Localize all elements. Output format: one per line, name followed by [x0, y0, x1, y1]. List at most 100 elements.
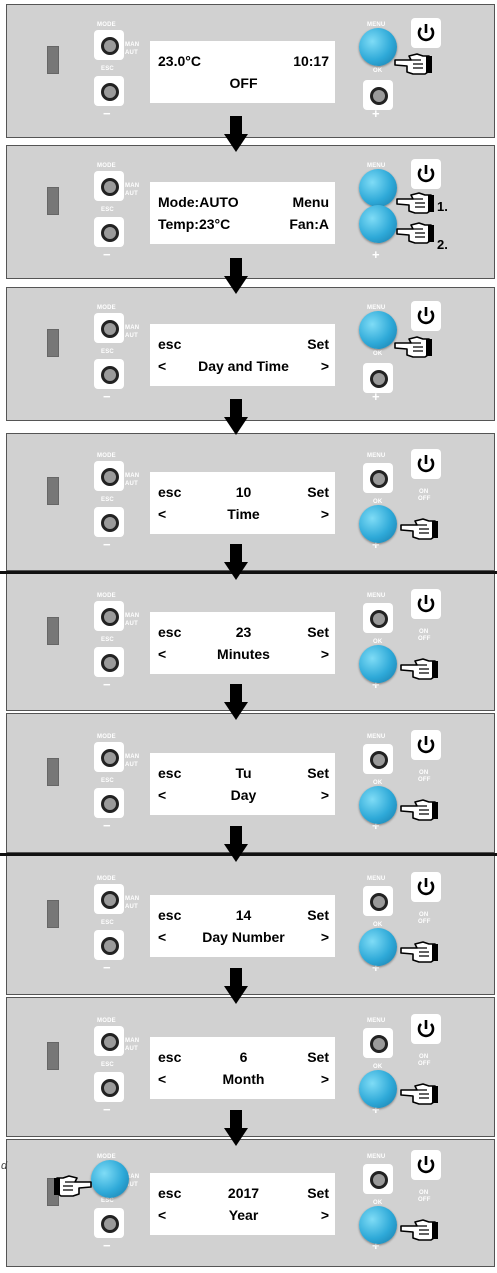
pointing-hand-icon	[393, 50, 433, 76]
esc-minus-button[interactable]	[94, 1208, 124, 1238]
power-button[interactable]	[411, 18, 441, 48]
step-note-2: 2.	[437, 237, 448, 252]
mode-button[interactable]	[94, 171, 124, 201]
mode-button[interactable]	[94, 884, 124, 914]
mode-button-pressed[interactable]	[91, 1160, 129, 1198]
esc-label: ESC	[101, 1198, 114, 1204]
power-button[interactable]	[411, 1014, 441, 1044]
mode-label: MODE	[97, 734, 116, 740]
menu-label: MENU	[367, 305, 386, 311]
mode-button[interactable]	[94, 313, 124, 343]
ok-label: OK	[373, 922, 383, 928]
button-ring-icon	[101, 320, 119, 338]
power-button[interactable]	[411, 301, 441, 331]
minus-label: −	[103, 389, 111, 404]
esc-minus-button[interactable]	[94, 1072, 124, 1102]
power-button[interactable]	[411, 872, 441, 902]
menu-label: MENU	[367, 593, 386, 599]
button-ring-icon	[101, 514, 119, 532]
button-ring-icon	[101, 178, 119, 196]
man-label: MAN	[125, 1038, 140, 1044]
ok-plus-button-pressed[interactable]	[359, 205, 397, 243]
ok-plus-button-pressed[interactable]	[359, 645, 397, 683]
mode-button[interactable]	[94, 461, 124, 491]
power-button[interactable]	[411, 730, 441, 760]
ok-plus-button[interactable]	[363, 363, 393, 393]
plus-label: +	[372, 247, 380, 262]
button-ring-icon	[101, 749, 119, 767]
lcd-row-2: <Day Number>	[158, 929, 329, 947]
esc-minus-button[interactable]	[94, 76, 124, 106]
menu-button-pressed[interactable]	[359, 311, 397, 349]
status-indicator	[47, 329, 59, 357]
man-label: MAN	[125, 754, 140, 760]
mode-button[interactable]	[94, 742, 124, 772]
menu-button[interactable]	[363, 886, 393, 916]
button-ring-icon	[101, 468, 119, 486]
menu-button-pressed[interactable]	[359, 28, 397, 66]
esc-minus-button[interactable]	[94, 930, 124, 960]
mode-button[interactable]	[94, 601, 124, 631]
lcd-row1-left: esc	[158, 1185, 182, 1201]
mode-button[interactable]	[94, 1026, 124, 1056]
power-icon	[417, 1020, 435, 1038]
button-ring-icon	[101, 654, 119, 672]
man-label: MAN	[125, 613, 140, 619]
lcd-row2-right: >	[320, 358, 329, 374]
esc-minus-button[interactable]	[94, 647, 124, 677]
minus-label: −	[103, 1238, 111, 1253]
lcd-row2-center: Minutes	[217, 646, 270, 662]
menu-button-pressed[interactable]	[359, 169, 397, 207]
button-ring-icon	[101, 937, 119, 955]
esc-minus-button[interactable]	[94, 359, 124, 389]
ok-plus-button-pressed[interactable]	[359, 928, 397, 966]
ok-plus-button-pressed[interactable]	[359, 1070, 397, 1108]
esc-minus-button[interactable]	[94, 788, 124, 818]
lcd-row1-center: Tu	[235, 765, 252, 781]
lcd-row2-center: Day and Time	[198, 358, 289, 374]
button-ring-icon	[101, 608, 119, 626]
minus-label: −	[103, 1102, 111, 1117]
power-button[interactable]	[411, 449, 441, 479]
down-arrow-icon	[224, 968, 248, 1006]
esc-label: ESC	[101, 637, 114, 643]
esc-minus-button[interactable]	[94, 217, 124, 247]
lcd-row-2: <Month>	[158, 1071, 329, 1089]
menu-button[interactable]	[363, 1164, 393, 1194]
button-ring-icon	[101, 1079, 119, 1097]
lcd-row1-left: 23.0°C	[158, 53, 201, 69]
ok-plus-button-pressed[interactable]	[359, 786, 397, 824]
plus-label: +	[372, 960, 380, 975]
plus-label: +	[372, 537, 380, 552]
ok-plus-button-pressed[interactable]	[359, 1206, 397, 1244]
button-ring-icon	[101, 1033, 119, 1051]
esc-minus-button[interactable]	[94, 507, 124, 537]
power-button[interactable]	[411, 159, 441, 189]
on-label: ON	[419, 1190, 429, 1196]
esc-label: ESC	[101, 497, 114, 503]
power-button[interactable]	[411, 1150, 441, 1180]
menu-button[interactable]	[363, 744, 393, 774]
lcd-row1-right: Set	[307, 907, 329, 923]
menu-button[interactable]	[363, 603, 393, 633]
menu-button[interactable]	[363, 1028, 393, 1058]
menu-label: MENU	[367, 163, 386, 169]
power-button[interactable]	[411, 589, 441, 619]
lcd-row1-right: Menu	[292, 194, 329, 210]
minus-label: −	[103, 247, 111, 262]
ok-label: OK	[373, 499, 383, 505]
aut-label: AUT	[125, 621, 138, 627]
button-ring-icon	[101, 1215, 119, 1233]
down-arrow-icon	[224, 544, 248, 582]
mode-button[interactable]	[94, 30, 124, 60]
menu-button[interactable]	[363, 463, 393, 493]
ok-plus-button[interactable]	[363, 80, 393, 110]
pointing-hand-icon	[395, 189, 435, 215]
ok-plus-button-pressed[interactable]	[359, 505, 397, 543]
menu-label: MENU	[367, 453, 386, 459]
